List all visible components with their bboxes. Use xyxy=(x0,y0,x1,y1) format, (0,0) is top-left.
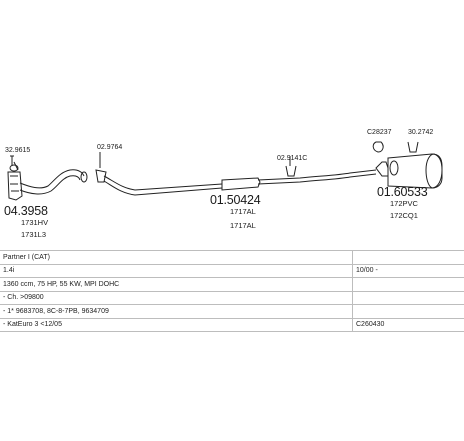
part-1-clamp-label: 32.9615 xyxy=(5,147,30,154)
table-row: - Ch. >09800 xyxy=(0,290,464,305)
exhaust-diagram: 32.9615 04.3958 1731HV 1731L3 02.9764 01… xyxy=(4,129,443,239)
table-row: 1360 ccm, 75 HP, 55 KW, MPI DOHC xyxy=(0,277,464,291)
chassis-note: - Ch. >09800 xyxy=(0,290,353,305)
engine-codes: - 1* 9683708, 8C-8-7PB, 9634709 xyxy=(0,304,353,318)
part-3-code-1: 1717AL xyxy=(230,207,256,216)
info-right xyxy=(352,250,464,264)
part-5-clamp-label-2: 30.2742 xyxy=(408,129,433,136)
vehicle-info-table: Partner I (CAT) 1.4i 10/00 - 1360 ccm, 7… xyxy=(0,250,464,332)
part-2-clamp-label: 02.9764 xyxy=(97,144,122,151)
table-row: - KatEuro 3 <12/05 C260430 xyxy=(0,317,464,332)
info-right xyxy=(352,304,464,318)
clamp-2-drawing xyxy=(95,152,107,183)
part-1-number[interactable]: 04.3958 xyxy=(4,204,48,218)
kit-number: C260430 xyxy=(352,317,464,332)
vehicle-model: Partner I (CAT) xyxy=(0,250,353,264)
part-5-code-2: 172CQ1 xyxy=(390,211,418,220)
production-date: 10/00 - xyxy=(352,263,464,278)
engine-size: 1.4i xyxy=(0,263,353,278)
table-row: - 1* 9683708, 8C-8-7PB, 9634709 xyxy=(0,304,464,318)
clamp-4-drawing xyxy=(285,156,297,177)
part-1-code-2: 1731L3 xyxy=(21,230,46,239)
info-right xyxy=(352,277,464,291)
part-4-clamp-label: 02.9141C xyxy=(277,155,307,162)
rear-silencer-drawing xyxy=(372,141,443,189)
engine-spec: 1360 ccm, 75 HP, 55 KW, MPI DOHC xyxy=(0,277,353,291)
table-row: 1.4i 10/00 - xyxy=(0,263,464,278)
table-row: Partner I (CAT) xyxy=(0,250,464,264)
part-5-number[interactable]: 01.60533 xyxy=(377,185,428,199)
emission-note: - KatEuro 3 <12/05 xyxy=(0,317,353,332)
middle-pipe-drawing xyxy=(103,169,377,196)
front-pipe-drawing xyxy=(7,155,88,201)
info-right xyxy=(352,290,464,305)
part-5-code-1: 172PVC xyxy=(390,199,419,208)
part-3-code-2: 1717AL xyxy=(230,221,256,230)
part-3-number[interactable]: 01.50424 xyxy=(210,193,261,207)
part-5-clamp-label-1: C28237 xyxy=(367,129,392,136)
part-1-code-1: 1731HV xyxy=(21,218,48,227)
